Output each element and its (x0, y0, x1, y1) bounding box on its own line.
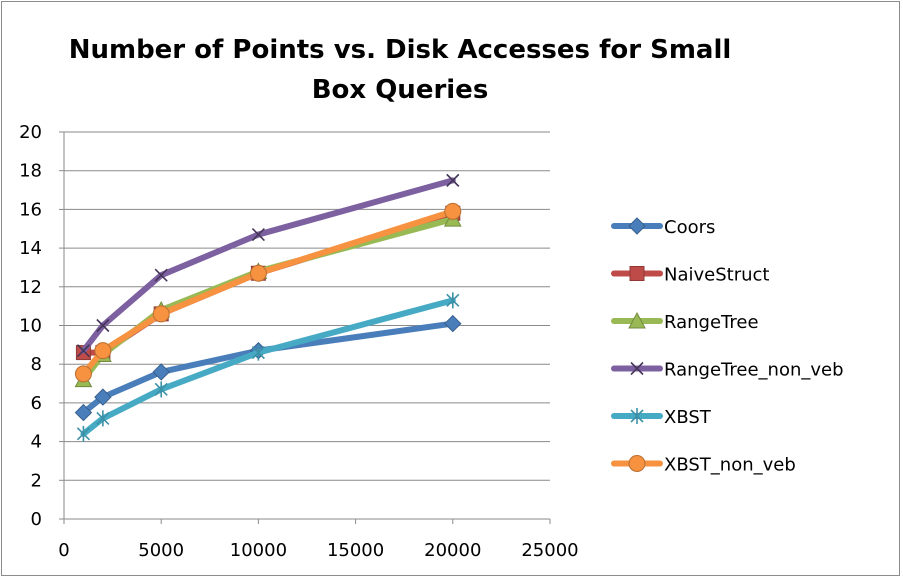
data-point (74, 365, 92, 383)
x-tick-label: 0 (58, 540, 69, 561)
legend-label: XBST (664, 407, 712, 428)
y-tick-label: 20 (19, 122, 42, 143)
series-xbst (76, 292, 460, 442)
legend-item: RangeTree (611, 311, 759, 333)
legend-marker (630, 408, 644, 424)
legend-label: NaiveStruct (664, 265, 769, 286)
y-tick-label: 10 (19, 316, 42, 337)
legend-marker (628, 217, 646, 235)
y-tick-label: 2 (31, 470, 42, 491)
data-point (74, 403, 93, 422)
y-tick-label: 4 (31, 432, 42, 453)
chart-title: Number of Points vs. Disk Accesses for S… (68, 35, 732, 105)
data-point (152, 305, 170, 323)
legend-item: NaiveStruct (611, 265, 769, 286)
legend-label: RangeTree_non_veb (664, 360, 844, 381)
series-line (80, 297, 456, 437)
legend-marker (629, 266, 645, 281)
data-point (444, 202, 462, 220)
y-tick-label: 16 (19, 199, 42, 220)
legend-label: XBST_non_veb (664, 455, 796, 476)
legend-marker (628, 311, 646, 329)
y-tick-label: 0 (31, 509, 42, 530)
data-point (94, 388, 112, 406)
legend-item: Coors (611, 217, 715, 238)
data-point (249, 264, 267, 282)
data-point (96, 410, 110, 427)
data-point (96, 318, 110, 333)
legend-label: RangeTree (664, 312, 759, 333)
y-tick-label: 6 (31, 393, 42, 414)
x-tick-label: 25000 (521, 540, 578, 561)
series-rangetree-non-veb (76, 173, 460, 358)
x-tick-label: 10000 (230, 540, 287, 561)
series-coors (74, 314, 462, 422)
y-tick-label: 12 (19, 277, 42, 298)
legend-item: RangeTree_non_veb (611, 360, 844, 381)
data-point (446, 173, 460, 187)
x-tick-label: 5000 (138, 540, 184, 561)
legend-item: XBST (611, 407, 712, 428)
legend-label: Coors (664, 217, 715, 238)
legend-item: XBST_non_veb (611, 455, 796, 476)
data-point (446, 292, 460, 309)
series-lines (74, 173, 462, 442)
y-tick-label: 8 (31, 354, 42, 375)
data-point (154, 381, 168, 398)
data-point (94, 342, 112, 360)
legend: CoorsNaiveStructRangeTreeRangeTree_non_v… (611, 217, 844, 476)
data-point (251, 227, 265, 242)
series-line (80, 216, 456, 383)
x-tick-label: 15000 (327, 540, 384, 561)
series-xbst-non-veb (74, 202, 462, 383)
data-point (251, 344, 265, 361)
y-tick-label: 14 (19, 238, 42, 259)
axes: 0 2 4 6 8 10 12 14 16 18 20 0 5000 10000 15000 20000 250… (19, 122, 579, 561)
y-tick-label: 18 (19, 161, 42, 182)
data-point (76, 425, 91, 442)
data-point (152, 363, 170, 381)
data-point (444, 314, 462, 333)
data-point (154, 268, 168, 282)
data-point (76, 344, 91, 358)
legend-marker (630, 361, 644, 376)
x-tick-label: 20000 (424, 540, 481, 561)
legend-marker (628, 455, 646, 472)
